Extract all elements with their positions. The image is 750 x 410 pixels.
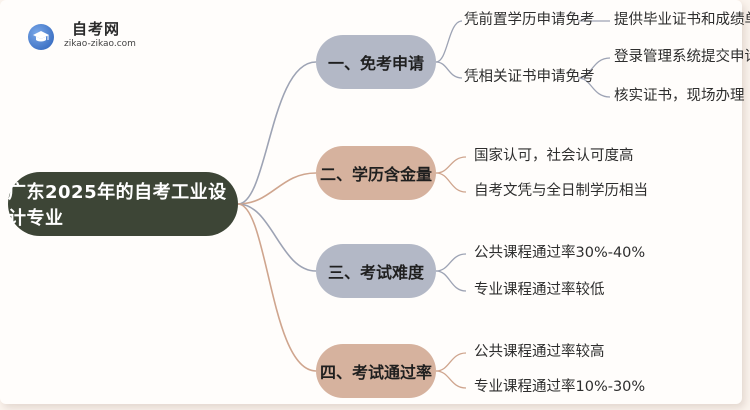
root-node: 广东2025年的自考工业设计专业: [8, 172, 238, 236]
subnode-certificate-exemption: 凭相关证书申请免考: [464, 69, 595, 85]
branch-node-degree-value: 二、学历含金量: [316, 146, 436, 200]
branch-node-exemption: 一、免考申请: [316, 35, 436, 89]
connector-b4-c2: [435, 370, 467, 389]
logo-title: 自考网: [72, 20, 121, 38]
connector-b1-c1: [435, 20, 463, 63]
branch-node-difficulty: 三、考试难度: [316, 244, 436, 298]
connector-b3-c2: [435, 270, 467, 292]
subnode-prior-degree-exemption: 凭前置学历申请免考: [464, 12, 595, 28]
branch-node-pass-rate: 四、考试通过率: [316, 344, 436, 398]
logo-url: zikao-zikao.com: [64, 39, 136, 49]
leaf-nationally-recognized: 国家认可，社会认可度高: [474, 148, 634, 164]
connector-b3-c1: [435, 253, 467, 272]
connector-b2-c1: [435, 156, 467, 174]
graduation-cap-icon: [28, 24, 54, 50]
connector-b1-c2: [435, 61, 463, 79]
connector-root-branch-2: [237, 172, 317, 205]
leaf-verify-onsite: 核实证书，现场办理: [614, 88, 745, 104]
connector-c2-leaf1: [577, 57, 611, 79]
site-logo[interactable]: 自考网 zikao-zikao.com: [28, 18, 148, 54]
leaf-public-course-higher: 公共课程通过率较高: [474, 344, 605, 360]
connector-root-branch-4: [237, 203, 317, 372]
leaf-equivalent-fulltime: 自考文凭与全日制学历相当: [474, 183, 648, 199]
leaf-provide-diploma: 提供毕业证书和成绩单: [614, 12, 750, 28]
connector-b2-c2: [435, 172, 467, 193]
connector-b4-c1: [435, 352, 467, 372]
connector-c2-leaf2: [577, 77, 611, 98]
leaf-submit-online: 登录管理系统提交申请: [614, 49, 750, 65]
leaf-public-course-rate: 公共课程通过率30%-40%: [474, 245, 646, 261]
leaf-major-course-rate: 专业课程通过率10%-30%: [474, 379, 646, 395]
leaf-major-course-lower: 专业课程通过率较低: [474, 282, 605, 298]
connector-root-branch-3: [237, 203, 317, 272]
connector-root-branch-1: [237, 61, 317, 205]
